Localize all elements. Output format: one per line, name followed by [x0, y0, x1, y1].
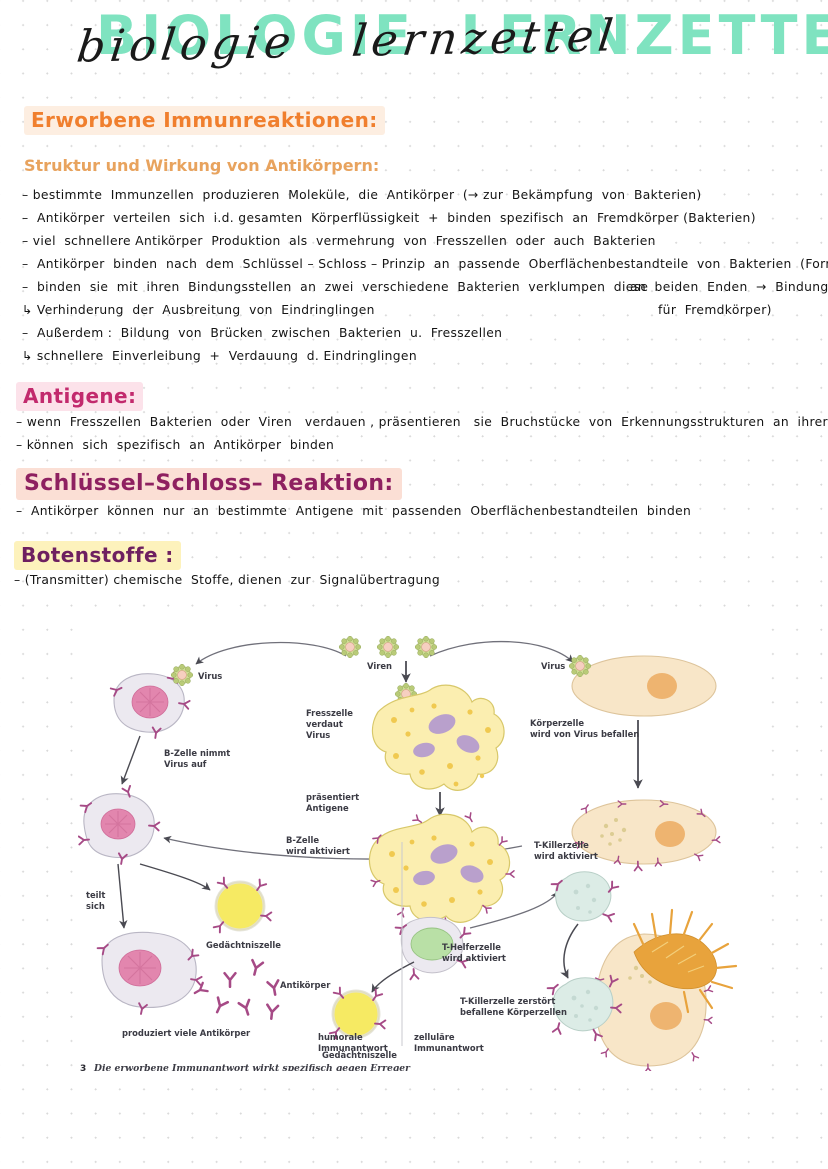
label-b-cell-takes-virus-2: Virus auf [164, 759, 207, 769]
section-heading-botenstoffe-label: Botenstoffe : [14, 541, 181, 570]
label-t-killerzelle-activated-2: wird aktiviert [534, 851, 598, 861]
label-virus-right: Virus [541, 661, 565, 671]
label-gedaechtniszelle-left: Gedächtniszelle [206, 940, 281, 950]
label-koerperzelle-2: wird von Virus befallen [530, 729, 639, 739]
bullet-line: – Antikörper können nur an bestimmte Ant… [16, 504, 692, 518]
bullet-line: ↳ schnellere Einverleibung + Verdauung d… [22, 349, 417, 363]
label-zellulaere-immunantwort-2: Immunantwort [414, 1043, 484, 1053]
label-t-helferzelle-2: wird aktiviert [442, 953, 506, 963]
bullet-line: – wenn Fresszellen Bakterien oder Viren … [16, 415, 828, 429]
antigen-presenting-cell [368, 812, 515, 934]
label-viren: Viren [367, 661, 392, 671]
label-t-killerzelle-activated: T-Killerzelle [534, 840, 589, 850]
body-cell-destroyed [591, 908, 738, 1071]
label-antikoerper: Antikörper [280, 980, 331, 990]
bullet-line: – Außerdem : Bildung von Brücken zwische… [22, 326, 503, 340]
label-zellulaere-immunantwort: zelluläre [414, 1032, 455, 1042]
label-b-cell-activated: B-Zelle [286, 835, 319, 845]
subheading-struktur: Struktur und Wirkung von Antikörpern: [24, 156, 379, 175]
label-koerperzelle: Körperzelle [530, 718, 584, 728]
label-fresszelle-2: verdaut [306, 719, 343, 729]
section-heading-antigene: Antigene: [16, 382, 144, 411]
label-b-cell-takes-virus: B-Zelle nimmt [164, 748, 230, 758]
label-produziert-antikoerper: produziert viele Antikörper [122, 1028, 251, 1038]
bullet-line: – bestimmte Immunzellen produzieren Mole… [22, 188, 702, 202]
section-heading-schluessel-schloss-label: Schlüssel–Schloss– Reaktion: [16, 468, 402, 500]
diagram-caption: Die erworbene Immunantwort wirkt spezifi… [93, 1063, 411, 1071]
page-title-area: BIOLOGIE LERNZETTEL biologie lernzettel [0, 0, 828, 96]
body-cell-presenting [571, 799, 721, 872]
title-block-letters: BIOLOGIE LERNZETTEL [96, 4, 828, 67]
label-t-helferzelle: T-Helferzelle [442, 942, 501, 952]
continuation-line: an beiden Enden → Bindungsstellen [630, 280, 828, 294]
virus-icon [414, 635, 438, 659]
label-virus-left: Virus [198, 671, 222, 681]
section-heading-erworbene-label: Erworbene Immunreaktionen: [24, 106, 385, 135]
t-killer-cell-attacking [546, 974, 623, 1042]
memory-cell-right [328, 986, 387, 1040]
label-praesentiert-2: Antigene [306, 803, 349, 813]
bullet-line: – viel schnellere Antikörper Produktion … [22, 234, 656, 248]
bullet-line: – können sich spezifisch an Antikörper b… [16, 438, 335, 452]
label-t-killer-destroys-2: befallene Körperzellen [460, 1007, 567, 1017]
bullet-line: – Antikörper binden nach dem Schlüssel –… [22, 257, 828, 271]
label-humorale-immunantwort-2: Immunantwort [318, 1043, 388, 1053]
section-heading-schluessel-schloss: Schlüssel–Schloss– Reaktion: [16, 468, 402, 500]
virus-icon [376, 635, 400, 659]
diagram-caption-number: 3 [80, 1064, 86, 1071]
t-helper-cell [394, 916, 472, 981]
virus-icon [170, 663, 194, 687]
bullet-line: – (Transmitter) chemische Stoffe, dienen… [14, 573, 441, 587]
subheading-struktur-label: Struktur und Wirkung von Antikörpern: [24, 156, 380, 175]
label-praesentiert: präsentiert [306, 792, 359, 802]
plasma-cell [96, 931, 203, 1016]
continuation-line: für Fremdkörper) [658, 303, 772, 317]
immune-response-diagram: Viren Virus B-Zelle nimmt Virus auf B-Ze… [78, 616, 750, 1071]
memory-cell-left [212, 876, 273, 934]
label-gedaechtniszelle-right: Gedächtniszelle [322, 1050, 397, 1060]
b-cell-top [109, 671, 191, 740]
label-teilt-sich-2: sich [86, 901, 105, 911]
bullet-line: ↳ Verhinderung der Ausbreitung von Eindr… [22, 303, 375, 317]
bullet-line: – Antikörper verteilen sich i.d. gesamte… [22, 211, 756, 225]
section-heading-erworbene: Erworbene Immunreaktionen: [24, 106, 385, 135]
body-cell-infected-top [571, 655, 717, 717]
t-killer-cell-upper [550, 871, 620, 923]
virus-icon [568, 654, 592, 678]
section-heading-antigene-label: Antigene: [16, 382, 144, 411]
label-humorale-immunantwort: humorale [318, 1032, 363, 1042]
cell-burst-icon [632, 908, 738, 1014]
bullet-line: – binden sie mit ihren Bindungsstellen a… [22, 280, 649, 294]
label-teilt-sich: teilt [86, 890, 105, 900]
label-b-cell-activated-2: wird aktiviert [286, 846, 350, 856]
phagocyte-digesting [371, 684, 505, 791]
label-fresszelle: Fresszelle [306, 708, 353, 718]
section-heading-botenstoffe: Botenstoffe : [14, 541, 181, 570]
label-fresszelle-3: Virus [306, 730, 330, 740]
virus-icon [338, 635, 362, 659]
label-t-killer-destroys: T-Killerzelle zerstört [460, 996, 555, 1006]
b-cell-activated [78, 784, 161, 866]
